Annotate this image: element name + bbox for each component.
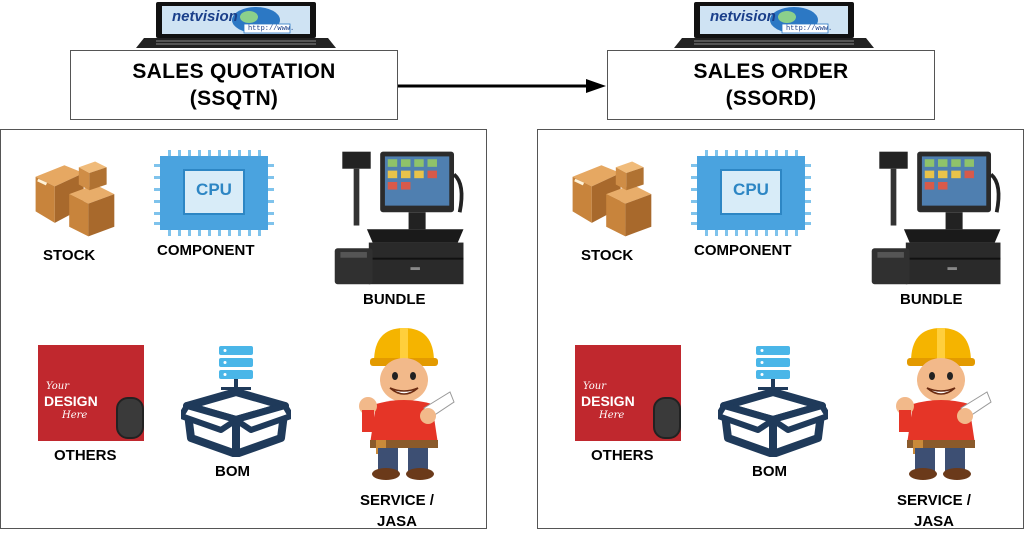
service-worker-icon bbox=[346, 320, 456, 484]
sales-quotation-title: SALES QUOTATION bbox=[132, 60, 336, 83]
service-label-line1: SERVICE / bbox=[360, 492, 434, 509]
stock-label: STOCK bbox=[43, 247, 96, 264]
flow-arrow bbox=[398, 79, 606, 93]
bundle-label: BUNDLE bbox=[363, 291, 426, 308]
bom-box-icon bbox=[718, 345, 828, 457]
sales-quotation-box: SALES QUOTATION (SSQTN) bbox=[70, 50, 398, 120]
service-worker-icon bbox=[883, 320, 993, 484]
stock-box-icon bbox=[560, 148, 662, 244]
mouse-icon bbox=[653, 397, 681, 439]
mouse-icon bbox=[116, 397, 144, 439]
service-label-line2: JASA bbox=[913, 513, 954, 530]
others-label: OTHERS bbox=[591, 447, 654, 464]
cpu-chip-icon: CPU bbox=[154, 150, 274, 236]
stock-label: STOCK bbox=[581, 247, 634, 264]
component-label: COMPONENT bbox=[694, 242, 792, 259]
sales-order-box: SALES ORDER (SSORD) bbox=[607, 50, 935, 120]
others-art-here: Here bbox=[62, 410, 88, 421]
service-label: SERVICE / JASA bbox=[884, 490, 984, 532]
others-art-your: Your bbox=[46, 381, 69, 392]
cpu-chip-icon: CPU bbox=[691, 150, 811, 236]
bom-label: BOM bbox=[215, 463, 250, 480]
url-text: http://www. bbox=[786, 25, 833, 33]
netvision-logo-right: netvision http://www. bbox=[674, 0, 874, 50]
component-label: COMPONENT bbox=[157, 242, 255, 259]
others-art-design: DESIGN bbox=[44, 393, 98, 409]
sales-order-panel: STOCK CPU COMPONENT BUNDLE Your DESIGN H… bbox=[537, 129, 1024, 532]
pos-terminal-icon bbox=[868, 146, 1008, 288]
others-design-icon: Your DESIGN Here bbox=[38, 345, 144, 441]
stock-box-icon bbox=[23, 148, 125, 244]
brand-name: netvision bbox=[710, 8, 776, 25]
others-label: OTHERS bbox=[54, 447, 117, 464]
netvision-logo-left: netvision http://www. bbox=[136, 0, 336, 50]
brand-name: netvision bbox=[172, 8, 238, 25]
sales-order-title: SALES ORDER bbox=[693, 60, 849, 83]
others-art-design: DESIGN bbox=[581, 393, 635, 409]
url-text: http://www. bbox=[248, 25, 295, 33]
pos-terminal-icon bbox=[331, 146, 471, 288]
others-art-your: Your bbox=[583, 381, 606, 392]
others-art-here: Here bbox=[599, 410, 625, 421]
service-label: SERVICE / JASA bbox=[347, 490, 447, 532]
sales-quotation-code: (SSQTN) bbox=[189, 87, 279, 110]
service-label-line1: SERVICE / bbox=[897, 492, 971, 509]
cpu-chip-text: CPU bbox=[196, 180, 232, 199]
service-label-line2: JASA bbox=[376, 513, 417, 530]
bom-label: BOM bbox=[752, 463, 787, 480]
bundle-label: BUNDLE bbox=[900, 291, 963, 308]
others-design-icon: Your DESIGN Here bbox=[575, 345, 681, 441]
cpu-chip-text: CPU bbox=[733, 180, 769, 199]
sales-order-code: (SSORD) bbox=[725, 87, 817, 110]
sales-quotation-panel: STOCK CPU COMPONENT BUNDLE Your DESIGN H… bbox=[0, 129, 487, 532]
bom-box-icon bbox=[181, 345, 291, 457]
